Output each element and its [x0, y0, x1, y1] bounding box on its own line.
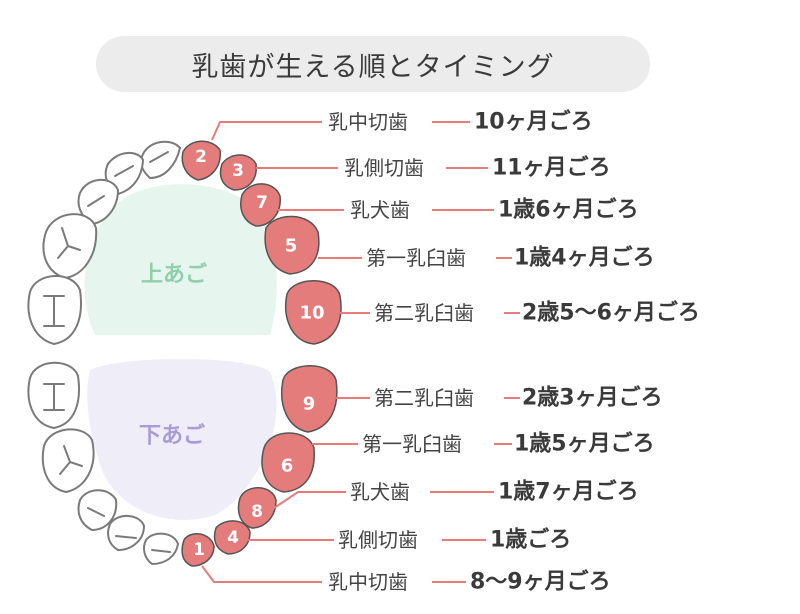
mark-upper-first-molar [57, 227, 81, 259]
eruption-timing-label: 2歳3ヶ月ごろ [522, 385, 663, 411]
tooth-name-label: 第二乳臼歯 [374, 386, 474, 410]
mark-lower-canine [87, 507, 105, 517]
mark-lower-second-molar [43, 383, 65, 411]
eruption-timing-label: 1歳4ヶ月ごろ [514, 245, 655, 271]
outline-tooth-upper-canine [77, 178, 120, 226]
eruption-timing-label: 8〜9ヶ月ごろ [470, 569, 611, 595]
upper-tooth-3: 3 [219, 154, 257, 191]
eruption-timing-label: 1歳5ヶ月ごろ [514, 431, 655, 457]
mark-upper-canine [87, 195, 105, 207]
tooth-name-label: 第一乳臼歯 [362, 432, 462, 456]
connector-upper-2 [211, 121, 322, 141]
lower-tooth-8: 8 [237, 487, 277, 529]
tooth-name-label: 乳側切歯 [338, 528, 418, 552]
eruption-timing-label: 2歳5〜6ヶ月ごろ [522, 300, 700, 326]
tooth-name-label: 乳犬歯 [350, 480, 410, 504]
mark-lower-lateral [115, 535, 137, 539]
lower-tooth-order: 8 [251, 502, 263, 522]
upper-palate [84, 184, 277, 335]
upper-tooth-order: 7 [256, 193, 268, 213]
lower-tooth-order: 1 [193, 540, 205, 560]
tooth-name-label: 乳側切歯 [344, 156, 424, 180]
outline-tooth-lower-canine [77, 489, 118, 532]
lower-highlight-teeth: 9 6 8 4 1 [181, 365, 338, 567]
upper-jaw-label: 上あご [141, 262, 207, 288]
lower-tooth-9: 9 [281, 365, 338, 433]
eruption-timing-label: 1歳ごろ [490, 527, 571, 553]
upper-tooth-labels: 乳中切歯 10ヶ月ごろ 乳側切歯 11ヶ月ごろ 乳犬歯 1歳6ヶ月ごろ 第一乳臼… [328, 109, 700, 326]
upper-tooth-7: 7 [240, 183, 281, 227]
upper-tooth-order: 3 [232, 161, 244, 181]
lower-tooth-4: 4 [213, 520, 251, 555]
upper-tooth-order: 10 [299, 303, 324, 324]
tooth-name-label: 第一乳臼歯 [366, 246, 466, 270]
lower-tooth-1: 1 [181, 533, 215, 567]
upper-tooth-2: 2 [181, 140, 221, 181]
tooth-name-label: 乳中切歯 [328, 110, 408, 134]
upper-tooth-5: 5 [264, 215, 320, 275]
upper-tooth-order: 5 [285, 236, 298, 257]
tooth-name-label: 乳犬歯 [350, 198, 410, 222]
mark-upper-central [149, 151, 169, 163]
title-banner: 乳歯が生える順とタイミング [96, 36, 650, 92]
eruption-timing-label: 11ヶ月ごろ [492, 155, 611, 181]
outline-tooth-lower-central [143, 532, 180, 566]
connector-lower-8 [273, 491, 346, 509]
page-title: 乳歯が生える順とタイミング [191, 51, 555, 83]
lower-jaw-label: 下あご [139, 423, 205, 449]
eruption-timing-label: 1歳6ヶ月ごろ [498, 197, 639, 223]
mark-upper-lateral [114, 165, 134, 177]
connector-lines [201, 121, 520, 583]
lower-tooth-order: 4 [227, 528, 239, 548]
mark-lower-first-molar [59, 445, 83, 475]
lower-tooth-order: 9 [303, 394, 316, 415]
lower-tooth-labels: 第二乳臼歯 2歳3ヶ月ごろ 第一乳臼歯 1歳5ヶ月ごろ 乳犬歯 1歳7ヶ月ごろ … [328, 385, 663, 595]
upper-tooth-10: 10 [285, 280, 342, 345]
upper-highlight-teeth: 2 3 7 5 10 [181, 140, 342, 345]
mark-lower-central [151, 549, 171, 553]
eruption-timing-label: 10ヶ月ごろ [474, 109, 593, 135]
outline-teeth [27, 140, 182, 566]
mark-upper-second-molar [43, 295, 65, 327]
lower-palate [87, 358, 277, 520]
outline-tooth-lower-lateral [107, 515, 146, 552]
tooth-name-label: 第二乳臼歯 [374, 301, 474, 325]
tooth-name-label: 乳中切歯 [328, 570, 408, 594]
eruption-timing-label: 1歳7ヶ月ごろ [498, 479, 639, 505]
lower-tooth-6: 6 [261, 432, 315, 493]
outline-tooth-upper-central [140, 140, 182, 180]
outline-tooth-lower-first-molar [41, 428, 95, 494]
outline-tooth-marks [43, 151, 171, 553]
upper-tooth-order: 2 [195, 147, 207, 167]
connector-lower-1 [201, 565, 322, 583]
lower-tooth-order: 6 [281, 456, 294, 477]
